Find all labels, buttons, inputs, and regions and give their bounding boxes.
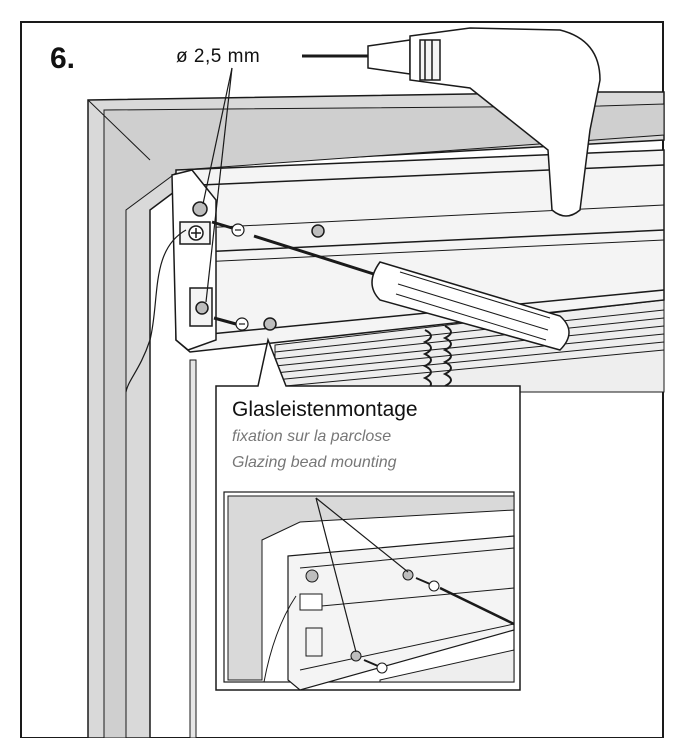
caption-german: Glasleistenmontage <box>232 398 418 421</box>
caption-english: Glazing bead mounting <box>232 454 397 471</box>
step-number: 6. <box>50 42 76 75</box>
caption-french: fixation sur la parclose <box>232 428 392 445</box>
screwdriver-icon <box>253 234 570 351</box>
inset-detail <box>223 491 515 691</box>
drill-icon <box>302 27 601 217</box>
pre-drilled-hole <box>311 224 325 238</box>
pull-cord <box>125 229 187 393</box>
drill-size-label: ø 2,5 mm <box>176 46 261 67</box>
drill-size-pointer <box>202 67 233 303</box>
mounting-bracket-icon <box>171 169 217 351</box>
pre-drilled-hole <box>263 317 277 331</box>
